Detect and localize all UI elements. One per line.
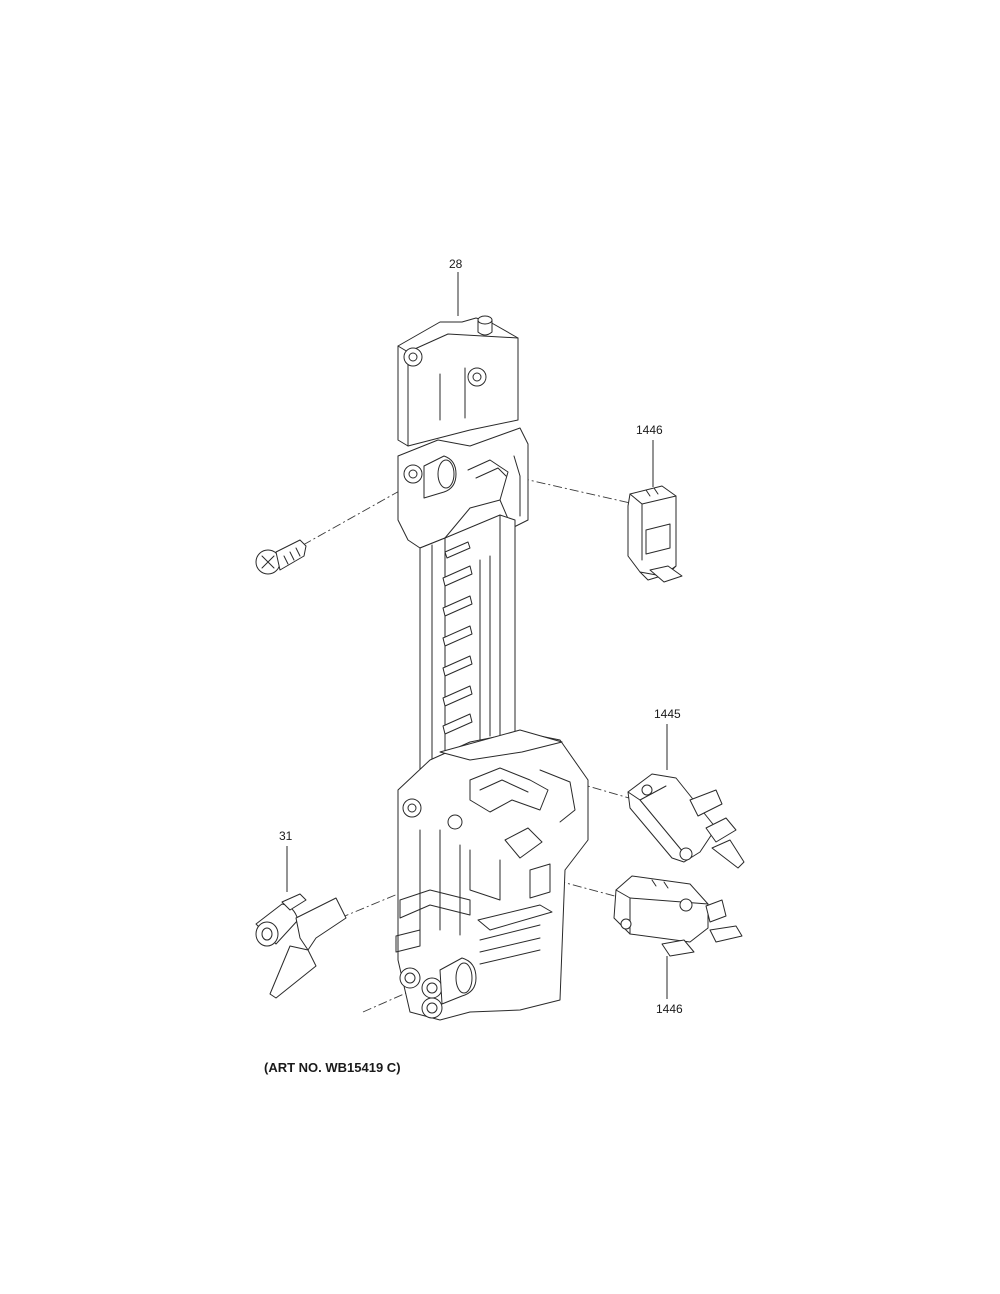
callout-31: 31 [279, 829, 293, 843]
microswitch-part-1446-bottom [613, 875, 743, 957]
leader-lines [286, 272, 668, 999]
art-number: (ART NO. WB15419 C) [264, 1060, 401, 1075]
callout-1445: 1445 [654, 707, 681, 721]
mount-hole-lower [402, 798, 422, 818]
bottom-bosses [399, 957, 477, 1019]
microswitch-part-1445 [627, 773, 745, 869]
mount-hole-middle [403, 464, 423, 484]
microswitch-part-1446-top [627, 485, 683, 583]
latch-lever-part-31 [255, 893, 347, 999]
callout-28: 28 [449, 257, 463, 271]
mounting-screw [255, 539, 307, 575]
mount-hole-top-right [467, 367, 487, 387]
callout-1446-top: 1446 [636, 423, 663, 437]
mount-hole-top-left [403, 347, 423, 367]
callout-1446-bottom: 1446 [656, 1002, 683, 1016]
spine-ribs [442, 541, 491, 741]
latch-bracket-part-28 [395, 315, 589, 1021]
